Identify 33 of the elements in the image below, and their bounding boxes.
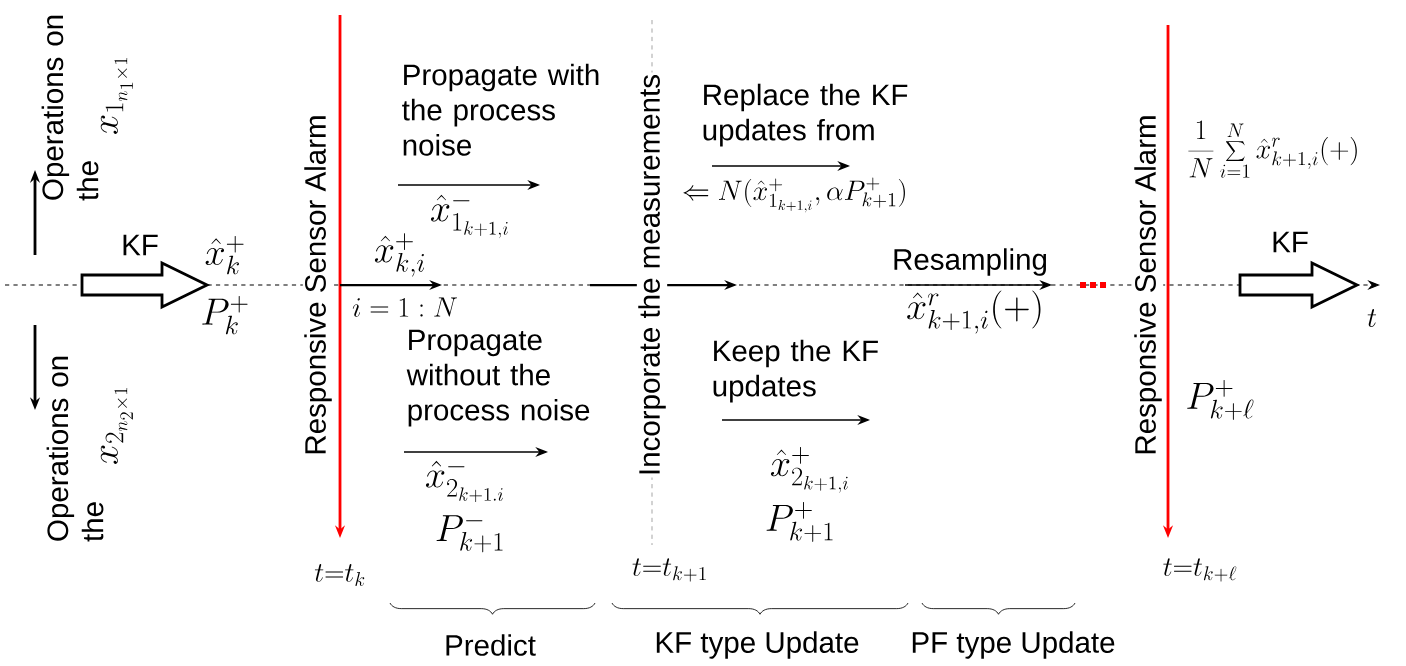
formula: $P^+_{k+1}$ bbox=[766, 502, 833, 542]
phase-label: KF type Update bbox=[656, 631, 859, 659]
step-text: Keep the KF updates bbox=[713, 339, 878, 403]
time-label: $t{=}t_{k+\ell}$ bbox=[1163, 558, 1237, 582]
formula: $P^-_{k+1}$ bbox=[436, 515, 503, 553]
step-text: Propagate without the process noise bbox=[406, 329, 590, 427]
time-label: $t{=}t_k$ bbox=[314, 563, 365, 586]
time-label: $t{=}t_{k+1}$ bbox=[632, 558, 706, 582]
alarm-label: Responsive Sensor Alarm bbox=[302, 112, 334, 458]
step-text: Incorporate the measurements bbox=[636, 72, 668, 478]
formula: $\hat{x}^-_{1_{k+1,i}}$ bbox=[430, 194, 508, 239]
axis-label: $t$ bbox=[1367, 309, 1377, 327]
phase-label: Predict bbox=[446, 634, 536, 656]
axis-label: Operations on the bbox=[41, 15, 99, 201]
formula: $\frac{1}{N}\sum_{i=1}^{N}\hat{x}^r_{k+1,i}(+)$ bbox=[1188, 120, 1357, 178]
formula: $\hat{x}^r_{k+1,i}(+)$ bbox=[907, 290, 1041, 334]
step-text: Propagate with the process noise bbox=[402, 63, 599, 156]
formula: $x_{2_{n_2\times 1}}$ bbox=[100, 388, 133, 464]
formula: $\hat{x}^+_{2_{k+1,i}}$ bbox=[770, 447, 848, 493]
arrow-label: KF bbox=[1273, 231, 1308, 253]
arrow-label: Resampling bbox=[894, 248, 1047, 276]
formula: $\Leftarrow N(\hat{x}^+_{1_{k+1,i}},\alpha P^+_{k+1})$ bbox=[683, 177, 905, 213]
step-text: Replace the KF updates from bbox=[703, 83, 908, 147]
phase-label: PF type Update bbox=[912, 631, 1115, 659]
formula: $\hat{x}^+_{k,i}$ bbox=[374, 233, 425, 277]
formula: $x_{1_{n_1\times 1}}$ bbox=[100, 58, 133, 134]
formula: $i=1:N$ bbox=[352, 297, 458, 317]
formula: $\hat{x}^-_{2_{k+1.i}}$ bbox=[425, 460, 503, 503]
formula: $\hat{x}_k^+$ bbox=[205, 235, 244, 275]
alarm-label: Responsive Sensor Alarm bbox=[1132, 112, 1164, 458]
formula: $P^+_{k+\ell}$ bbox=[1187, 380, 1254, 420]
formula: $P_k^+$ bbox=[202, 295, 248, 335]
arrow-label: KF bbox=[123, 234, 158, 256]
